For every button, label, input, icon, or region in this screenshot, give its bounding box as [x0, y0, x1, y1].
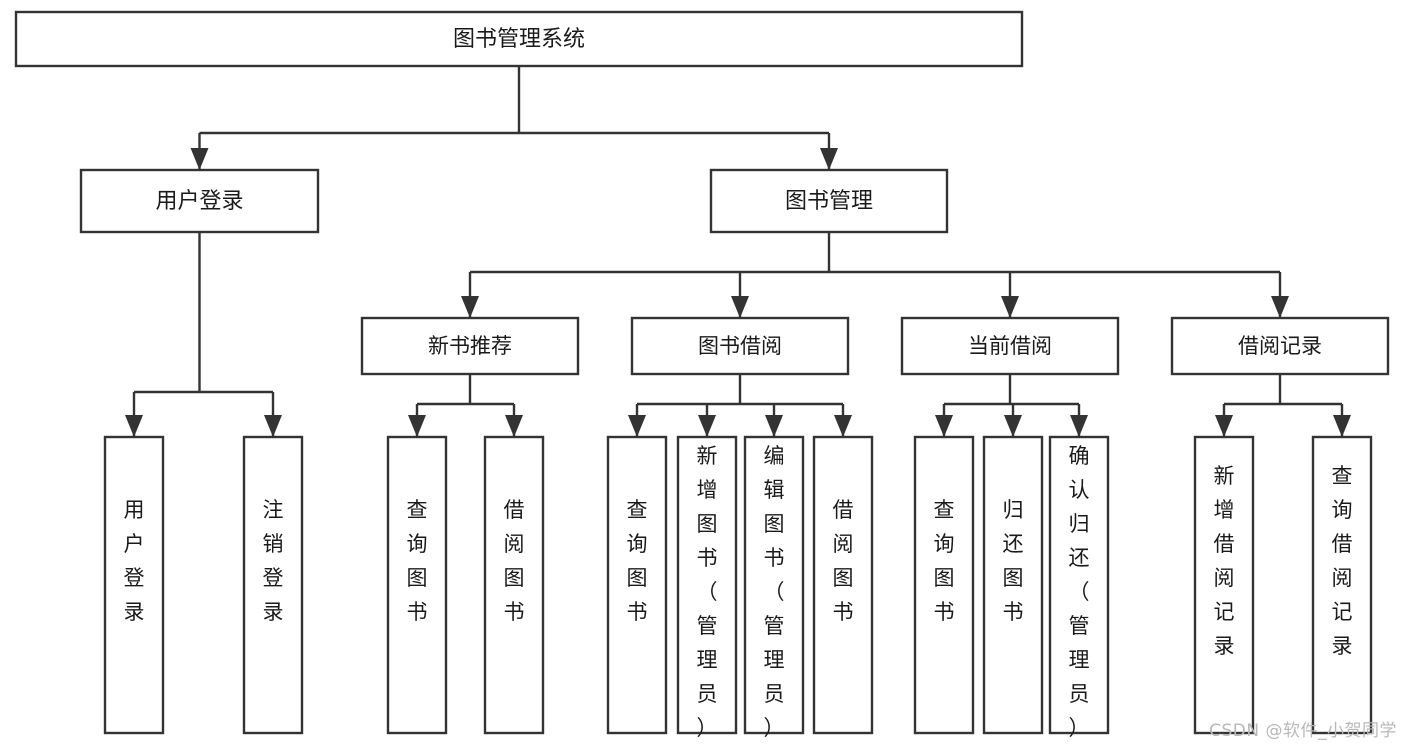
- node-label: 借阅图书: [833, 498, 854, 624]
- node-leaf-user-login[interactable]: 用户登录: [103, 435, 165, 735]
- node-leaf-query-book-borrow[interactable]: 查询图书: [606, 435, 668, 735]
- node-leaf-logout[interactable]: 注销登录: [242, 435, 304, 735]
- node-root[interactable]: 图书管理系统: [14, 10, 1024, 68]
- node-box: [606, 435, 668, 735]
- node-box: [982, 435, 1044, 735]
- node-label: 用户登录: [155, 189, 243, 214]
- csdn-watermark: CSDN @软件_小贺同学: [1209, 721, 1397, 741]
- node-label: 用户登录: [124, 498, 145, 624]
- node-box: [1193, 435, 1255, 735]
- node-box: [913, 435, 975, 735]
- node-box: [812, 435, 874, 735]
- node-label: 新增借阅记录: [1214, 464, 1235, 658]
- node-box: [1170, 316, 1390, 376]
- node-leaf-query-borrow-record[interactable]: 查询借阅记录: [1311, 435, 1373, 735]
- node-label: 查询图书: [934, 498, 955, 624]
- node-label: 当前借阅: [968, 334, 1052, 358]
- node-label: 查询图书: [407, 498, 428, 624]
- node-leaf-add-borrow-record[interactable]: 新增借阅记录: [1193, 435, 1255, 735]
- node-layer: 图书管理系统用户登录图书管理新书推荐图书借阅当前借阅借阅记录用户登录注销登录查询…: [14, 10, 1390, 740]
- node-box: [386, 435, 448, 735]
- node-box: [14, 10, 1024, 68]
- node-current-borrow[interactable]: 当前借阅: [900, 316, 1120, 376]
- node-label: 归还图书: [1003, 498, 1024, 624]
- node-box: [242, 435, 304, 735]
- node-label: 新书推荐: [428, 334, 512, 358]
- node-box: [360, 316, 580, 376]
- node-leaf-borrow-book-rec[interactable]: 借阅图书: [483, 435, 545, 735]
- node-box: [630, 316, 850, 376]
- node-leaf-edit-book-admin[interactable]: 编辑图书（管理员）: [743, 435, 805, 740]
- node-box: [103, 435, 165, 735]
- node-leaf-confirm-return-admin[interactable]: 确认归还（管理员）: [1048, 435, 1110, 740]
- node-box: [709, 168, 949, 234]
- node-book-management[interactable]: 图书管理: [709, 168, 949, 234]
- node-label: 查询借阅记录: [1332, 464, 1353, 658]
- node-box: [900, 316, 1120, 376]
- node-box: [1048, 435, 1110, 735]
- node-leaf-add-book-admin[interactable]: 新增图书（管理员）: [676, 435, 738, 740]
- node-borrow-record[interactable]: 借阅记录: [1170, 316, 1390, 376]
- node-box: [743, 435, 805, 735]
- node-label: 图书借阅: [698, 334, 782, 358]
- node-leaf-query-book-rec[interactable]: 查询图书: [386, 435, 448, 735]
- node-box: [676, 435, 738, 735]
- node-label: 图书管理系统: [453, 27, 585, 52]
- node-leaf-return-book[interactable]: 归还图书: [982, 435, 1044, 735]
- node-box: [79, 168, 320, 234]
- node-label: 图书管理: [785, 189, 873, 214]
- node-leaf-query-book-current[interactable]: 查询图书: [913, 435, 975, 735]
- node-label: 查询图书: [627, 498, 648, 624]
- node-book-borrow[interactable]: 图书借阅: [630, 316, 850, 376]
- node-label: 借阅记录: [1238, 334, 1322, 358]
- node-label: 新增图书（管理员）: [697, 444, 718, 740]
- node-box: [483, 435, 545, 735]
- node-label: 借阅图书: [504, 498, 525, 624]
- node-label: 确认归还（管理员）: [1069, 444, 1090, 740]
- node-new-book-recommend[interactable]: 新书推荐: [360, 316, 580, 376]
- connector-layer: [125, 66, 1351, 437]
- node-label: 注销登录: [263, 498, 284, 624]
- node-user-login[interactable]: 用户登录: [79, 168, 320, 234]
- node-label: 编辑图书（管理员）: [764, 444, 785, 740]
- node-leaf-borrow-book[interactable]: 借阅图书: [812, 435, 874, 735]
- node-box: [1311, 435, 1373, 735]
